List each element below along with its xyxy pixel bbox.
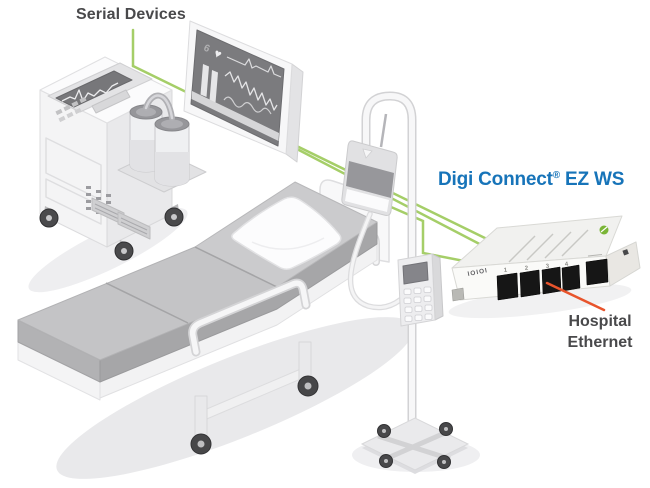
bed-pillow [231,196,342,271]
bed-near-rail-highlight [189,280,309,355]
suction-canister-1 [129,104,163,173]
bed-caster-front [190,433,212,455]
product-name-label: Digi Connect® EZ WS [438,169,643,191]
product-name-suffix: EZ WS [559,169,625,190]
suction-canister-2 [154,116,190,187]
monitor-screen [190,29,285,147]
monitor-bar-1 [200,64,209,97]
gateway-side-mark [622,249,629,256]
iv-pole-assembly [341,91,470,474]
port-number-2: 2 [525,266,530,272]
ethernet-line [545,281,606,312]
product-name-main: Digi Connect [438,169,553,190]
bed-leg-rear [298,341,312,381]
mattress-seam-2 [194,246,278,288]
hospital-bed [17,179,390,455]
pump-screen [402,261,429,285]
port-number-3: 3 [546,264,551,270]
gateway-port-numbers: 1 2 3 4 [504,262,570,274]
monitor-bottom-strip [191,91,279,141]
monitor-sine-trace [223,96,272,115]
hospital-ethernet-label: Hospital Ethernet [567,313,633,351]
machine-casters [39,204,184,261]
iv-pole-base [360,417,470,474]
monitor-ecg-trace [226,56,282,78]
iv-bag-antenna [379,113,388,148]
bed-leg-front [194,395,208,439]
monitor-bar-2 [209,70,218,103]
pump-buttons [403,286,433,322]
port-number-1: 1 [504,268,509,274]
gateway-top-streaks [508,229,589,263]
gateway-right-face [605,241,641,287]
mattress-seam-1 [105,282,189,324]
registered-trademark-symbol: ® [552,170,560,181]
canister-tube-highlight [144,94,174,120]
iv-pole-highlight [363,92,415,445]
machine-buttons [55,89,131,123]
monitor-zigzag-trace [224,71,278,111]
gateway-serial-label: IOIOI [467,267,488,278]
digi-logo-icon [599,225,609,235]
infusion-pump-keypad [397,253,444,327]
ethernet-port [585,254,609,286]
digi-connect-ez-ws-device: IOIOI 1 2 3 4 [451,215,641,302]
pillow-crease [251,237,325,250]
iv-infusion-bag [341,113,398,216]
iv-cable-highlight [349,212,402,310]
gateway-power-connector [451,287,465,302]
machine-ecg-waveform [61,82,119,102]
patient-monitor: 6 ♥ [183,20,304,163]
monitor-reading: 6 [202,43,212,55]
machine-panel-outline-2 [45,178,102,225]
serial-devices-label: Serial Devices [76,6,186,23]
serial-ports [496,264,581,301]
machine-vents [91,197,151,240]
suction-machine [39,56,207,261]
port-number-4: 4 [565,262,570,268]
bed-caster-rear [297,375,319,397]
